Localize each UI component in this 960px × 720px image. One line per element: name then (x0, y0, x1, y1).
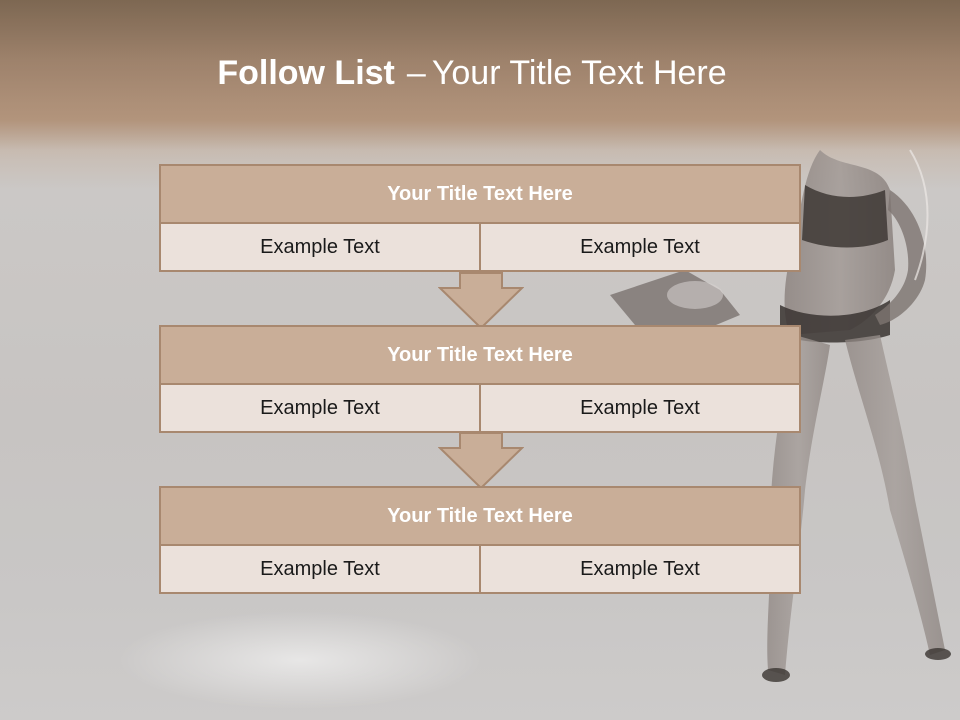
header-band (0, 0, 960, 160)
page-title-dash: – (406, 54, 426, 92)
flow-block-title: Your Title Text Here (161, 166, 799, 224)
flow-block-row: Example Text Example Text (161, 385, 799, 431)
flow-block-1: Your Title Text Here Example Text Exampl… (159, 164, 801, 272)
page-title-rest: Your Title Text Here (431, 54, 727, 92)
flow-block-cell-right: Example Text (481, 546, 799, 592)
flow-block-cell-left: Example Text (161, 224, 481, 270)
page-title-bold: Follow List (217, 54, 395, 92)
page-title: Follow List–Your Title Text Here (0, 54, 944, 93)
flow-block-title: Your Title Text Here (161, 327, 799, 385)
flow-block-3: Your Title Text Here Example Text Exampl… (159, 486, 801, 594)
flow-block-title: Your Title Text Here (161, 488, 799, 546)
flow-block-2: Your Title Text Here Example Text Exampl… (159, 325, 801, 433)
flow-block-cell-right: Example Text (481, 224, 799, 270)
flow-block-cell-right: Example Text (481, 385, 799, 431)
flow-block-cell-left: Example Text (161, 546, 481, 592)
flow-block-row: Example Text Example Text (161, 546, 799, 592)
down-arrow-icon (438, 272, 524, 330)
flow-block-cell-left: Example Text (161, 385, 481, 431)
flow-block-row: Example Text Example Text (161, 224, 799, 270)
down-arrow-icon (438, 432, 524, 490)
